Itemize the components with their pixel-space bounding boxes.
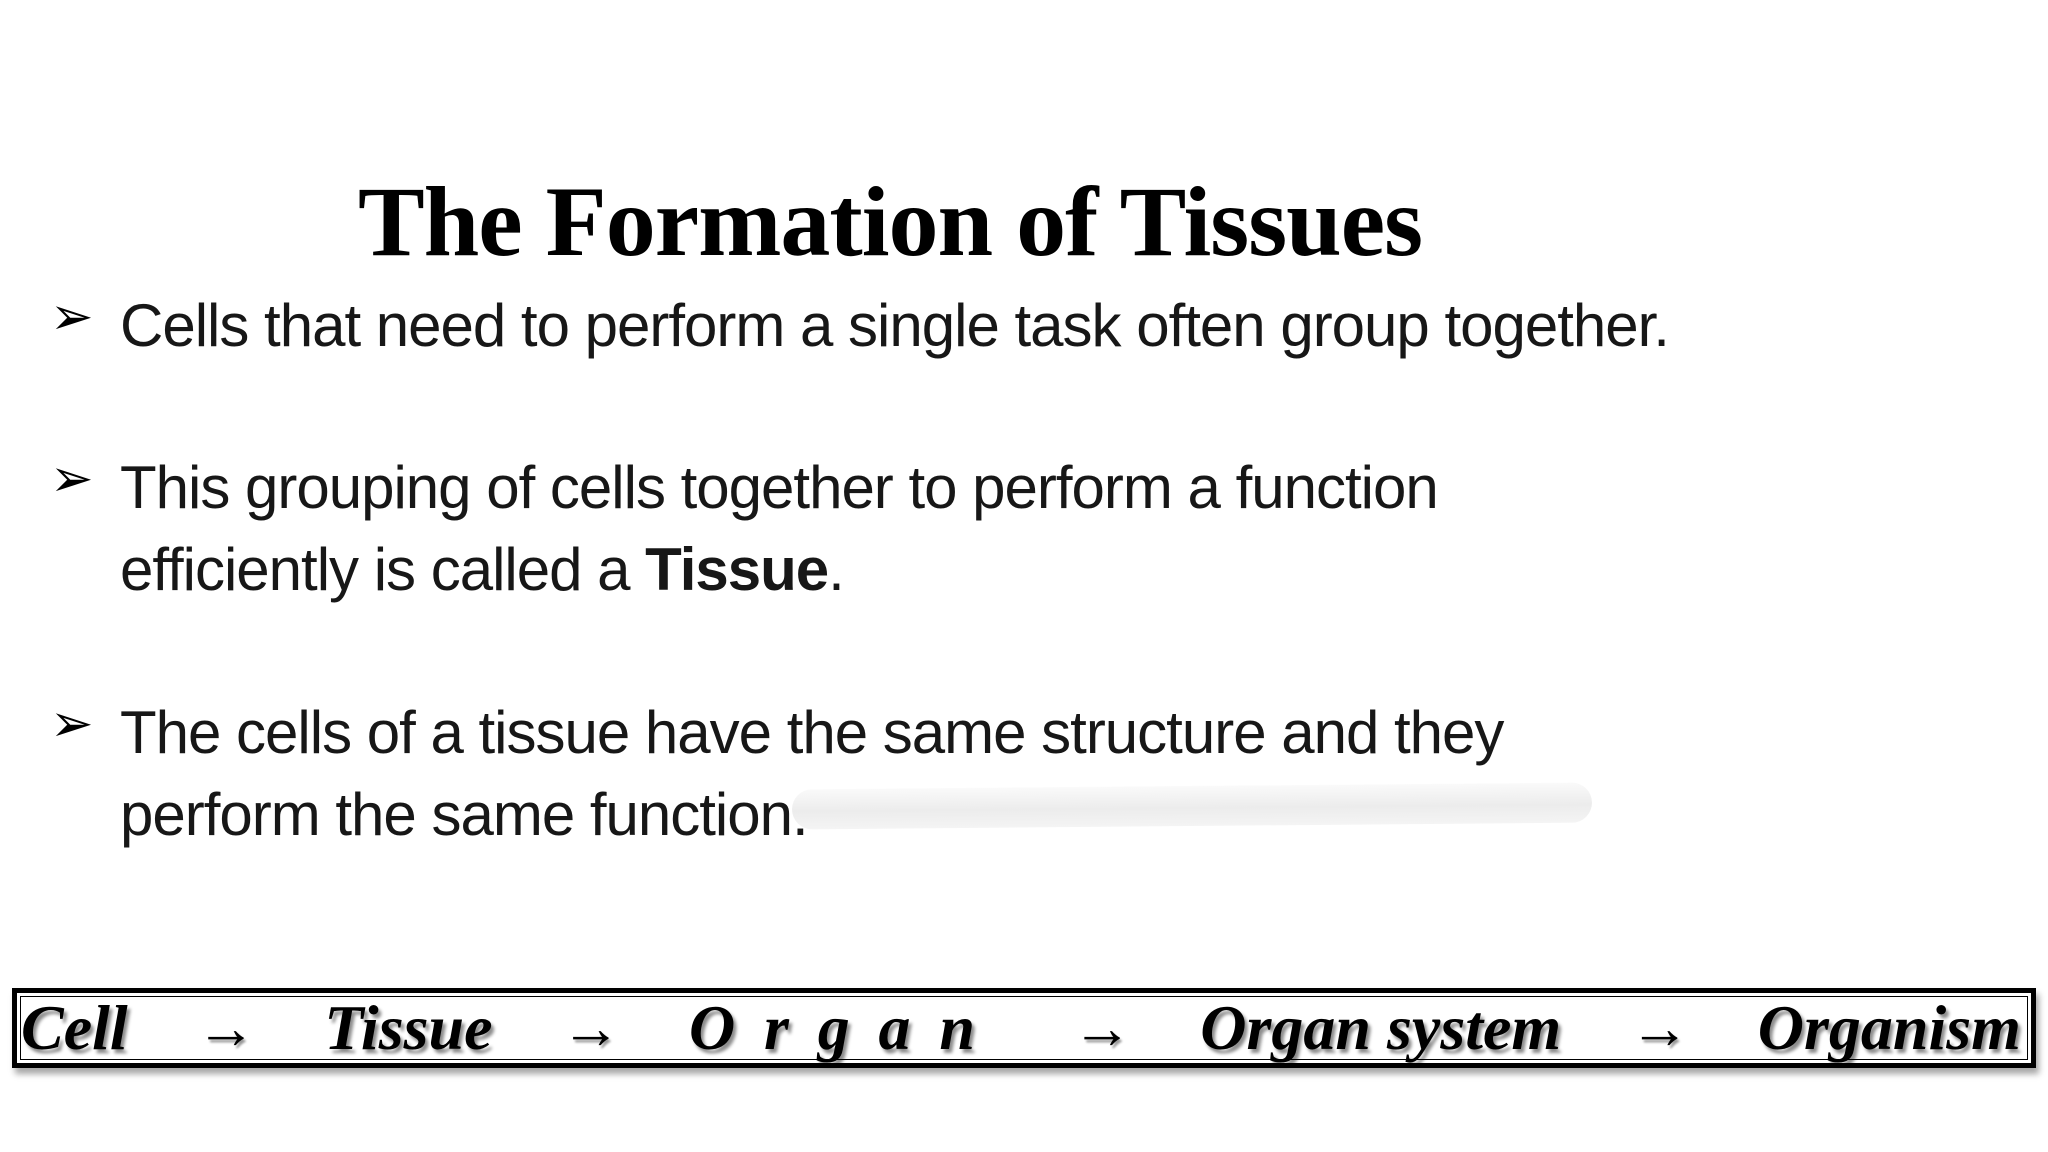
- bullet-item: ➢ The cells of a tissue have the same st…: [50, 692, 1504, 856]
- bullet-text-pre: efficiently is called a: [120, 536, 646, 603]
- flow-item: Tissue: [324, 992, 493, 1063]
- bullet-arrow-icon: ➢: [50, 695, 94, 753]
- faint-highlight-smudge: [791, 782, 1593, 830]
- bullet-text-bold-term: Tissue: [645, 536, 829, 603]
- page-title: The Formation of Tissues: [357, 166, 1423, 277]
- flow-bar: Cell → Tissue → Organ → Organ system → Organism: [12, 988, 2036, 1068]
- flow-item: Organism: [1757, 992, 2021, 1063]
- bullet-arrow-icon: ➢: [50, 288, 94, 346]
- flow-arrow-icon: →: [195, 994, 256, 1061]
- bullet-text-line: The cells of a tissue have the same stru…: [120, 699, 1504, 766]
- bullet-text-post: .: [828, 536, 845, 603]
- bullet-list: ➢ Cells that need to perform a single ta…: [50, 285, 1670, 856]
- flow-arrow-icon: →: [1072, 994, 1133, 1061]
- flow-item: Organ system: [1200, 992, 1562, 1063]
- flow-item: Organ: [689, 992, 1004, 1063]
- bullet-text-line: This grouping of cells together to perfo…: [120, 454, 1439, 521]
- bullet-text-line: efficiently is called a Tissue.: [120, 536, 845, 603]
- bullet-item: ➢ Cells that need to perform a single ta…: [50, 285, 1670, 367]
- flow-arrow-icon: →: [560, 994, 621, 1061]
- bullet-item: ➢ This grouping of cells together to per…: [50, 447, 1439, 611]
- flow-item: Cell: [21, 992, 128, 1063]
- bullet-text: Cells that need to perform a single task…: [120, 292, 1670, 359]
- bullet-text-line: perform the same function.: [120, 781, 809, 848]
- bullet-arrow-icon: ➢: [50, 450, 94, 508]
- flow-arrow-icon: →: [1629, 994, 1690, 1061]
